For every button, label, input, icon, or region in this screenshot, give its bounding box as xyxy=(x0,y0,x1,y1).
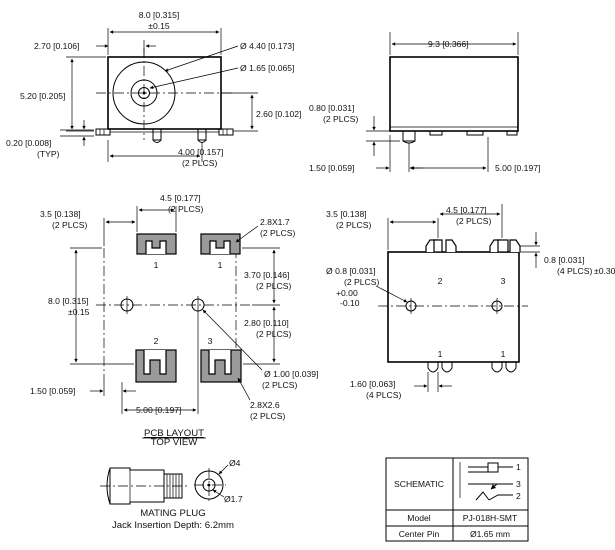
pcb-total-height-label: 8.0 [0.315] xyxy=(48,296,89,306)
schematic-pin-number: 1 xyxy=(516,462,521,472)
pcb-hole-spacing-label: 5.00 [0.197] xyxy=(136,405,181,415)
pcb-pad-bottom-right xyxy=(200,349,242,383)
bottom-post-tol-plus: +0.00 xyxy=(336,288,358,298)
side-tab-offset-label: 1.50 [0.059] xyxy=(309,163,354,173)
side-tab-height-label: 0.80 [0.031] xyxy=(309,103,354,113)
pcb-top-pad-size-note: (2 PLCS) xyxy=(260,228,295,238)
pcb-bottom-offset-label: 1.50 [0.059] xyxy=(30,386,75,396)
bottom-tab-label: 0.8 [0.031] xyxy=(544,255,585,265)
jack-side-body xyxy=(389,56,519,132)
side-tab-left xyxy=(402,130,416,142)
table-row-key: Model xyxy=(407,513,430,523)
front-width-label: 8.0 [0.315] xyxy=(139,10,180,20)
front-center-height-label: 2.60 [0.102] xyxy=(256,109,301,119)
pcb-top-pad-size-label: 2.8X1.7 xyxy=(260,217,290,227)
schematic-label: SCHEMATIC xyxy=(394,479,444,489)
jack-bottom-body xyxy=(387,251,520,363)
table-row-value: Ø1.65 mm xyxy=(470,529,510,539)
bottom-post-dia-label: Ø 0.8 [0.031] xyxy=(326,266,376,276)
pcb-bottom-pad-size-note: (2 PLCS) xyxy=(250,411,285,421)
pcb-pad-width-note: (2 PLCS) xyxy=(168,204,203,214)
plug-caption-subtitle: Jack Insertion Depth: 6.2mm xyxy=(112,520,234,531)
front-post-left xyxy=(152,128,162,141)
front-view: 8.0 [0.315] ±0.15 2.70 [0.106] 5.20 [0.2… xyxy=(6,10,301,168)
front-offset-label: 2.70 [0.106] xyxy=(34,41,79,51)
schematic-pin-number: 2 xyxy=(516,491,521,501)
bottom-terminal-1a xyxy=(427,362,453,373)
pcb-pin-label: 1 xyxy=(154,260,159,270)
pcb-caption-subtitle: TOP VIEW xyxy=(151,437,199,448)
side-length-label: 9.3 [0.366] xyxy=(428,39,469,49)
front-dia-outer-label: Ø 4.40 [0.173] xyxy=(240,41,294,51)
bottom-tab-note: (4 PLCS) xyxy=(557,266,592,276)
bottom-pad-width-note: (2 PLCS) xyxy=(456,216,491,226)
front-lead-right xyxy=(218,128,234,136)
bottom-terminal-3 xyxy=(489,239,521,253)
side-tab-right2 xyxy=(466,130,484,136)
bottom-terminal-2 xyxy=(425,239,457,253)
bottom-pad-width-label: 4.5 [0.177] xyxy=(446,205,487,215)
pcb-caption-title: PCB LAYOUT xyxy=(144,428,204,439)
bottom-pin-label: 3 xyxy=(501,276,506,286)
bottom-post-tol-minus: -0.10 xyxy=(340,298,360,308)
bottom-pin-label: 1 xyxy=(438,349,443,359)
bottom-view: 2 3 1 1 3.5 [0.138] (2 PLCS) 4.5 [0.177]… xyxy=(326,204,615,400)
front-height-label: 5.20 [0.205] xyxy=(20,91,65,101)
pcb-bottom-pad-size-label: 2.8X2.6 xyxy=(250,400,280,410)
pcb-pad-top-right xyxy=(200,233,241,255)
jack-schematic-symbol xyxy=(459,462,513,501)
plug-caption-title: MATING PLUG xyxy=(140,508,205,519)
plug-dia-outer-label: Ø4 xyxy=(229,458,241,468)
table-row-value: PJ-018H-SMT xyxy=(463,513,518,523)
side-tab-spacing-label: 5.00 [0.197] xyxy=(495,163,540,173)
pcb-left-offset-label: 3.5 [0.138] xyxy=(40,209,81,219)
front-dia-inner-label: Ø 1.65 [0.065] xyxy=(240,63,294,73)
pcb-pad-width-label: 4.5 [0.177] xyxy=(160,193,201,203)
pcb-pad-pitch-note: (2 PLCS) xyxy=(256,281,291,291)
pcb-pin-label: 1 xyxy=(218,260,223,270)
pcb-hole-offset-label: 2.80 [0.110] xyxy=(244,318,289,328)
bottom-pin-label: 2 xyxy=(438,276,443,286)
pcb-pad-pitch-label: 3.70 [0.146] xyxy=(244,270,289,280)
bottom-left-offset-note: (2 PLCS) xyxy=(336,220,371,230)
pcb-total-height-tol: ±0.15 xyxy=(68,307,90,317)
front-post-spacing-note: (2 PLCS) xyxy=(182,158,217,168)
schematic-pin-number: 3 xyxy=(516,479,521,489)
front-lead-left xyxy=(95,128,111,136)
bottom-slot-width-note: (4 PLCS) xyxy=(366,390,401,400)
plug-dia-inner-label: Ø1.7 xyxy=(224,494,243,504)
pcb-pad-top-left xyxy=(136,233,177,255)
mating-plug: Ø4 Ø1.7 MATING PLUG Jack Insertion Depth… xyxy=(100,458,243,531)
pcb-layout: 1 1 2 3 4.5 [0.177] (2 PLCS) 3.5 [0.138]… xyxy=(30,193,318,448)
front-lead-note: (TYP) xyxy=(37,149,60,159)
side-tab-height-note: (2 PLCS) xyxy=(323,114,358,124)
pcb-pin-label: 3 xyxy=(208,336,213,346)
pcb-hole-dia-label: Ø 1.00 [0.039] xyxy=(264,369,318,379)
front-width-tol: ±0.15 xyxy=(148,21,170,31)
side-tab-right xyxy=(429,130,443,136)
pcb-pad-bottom-left xyxy=(135,349,177,383)
pcb-hole-offset-note: (2 PLCS) xyxy=(256,329,291,339)
side-view: 9.3 [0.366] 0.80 [0.031] (2 PLCS) 1.50 [… xyxy=(309,32,540,173)
front-lead-label: 0.20 [0.008] xyxy=(6,138,51,148)
table-row-key: Center Pin xyxy=(399,529,440,539)
pcb-pin-label: 2 xyxy=(154,336,159,346)
bottom-left-offset-label: 3.5 [0.138] xyxy=(326,209,367,219)
schematic-table: SCHEMATIC 1 3 2 Model PJ-018H-SMT Center… xyxy=(385,457,529,542)
front-post-spacing-label: 4.00 [0.157] xyxy=(178,147,223,157)
bottom-terminal-1b xyxy=(491,362,517,373)
bottom-pin-label: 1 xyxy=(501,349,506,359)
pcb-left-offset-note: (2 PLCS) xyxy=(52,220,87,230)
bottom-tab-tol: ±0.30 xyxy=(594,266,615,276)
pcb-hole-dia-note: (2 PLCS) xyxy=(262,380,297,390)
bottom-slot-width-label: 1.60 [0.063] xyxy=(350,379,395,389)
front-post-right xyxy=(197,128,207,141)
plug-side-body xyxy=(109,467,165,505)
side-tab-end xyxy=(506,130,518,136)
bottom-post-dia-note: (2 PLCS) xyxy=(344,277,379,287)
